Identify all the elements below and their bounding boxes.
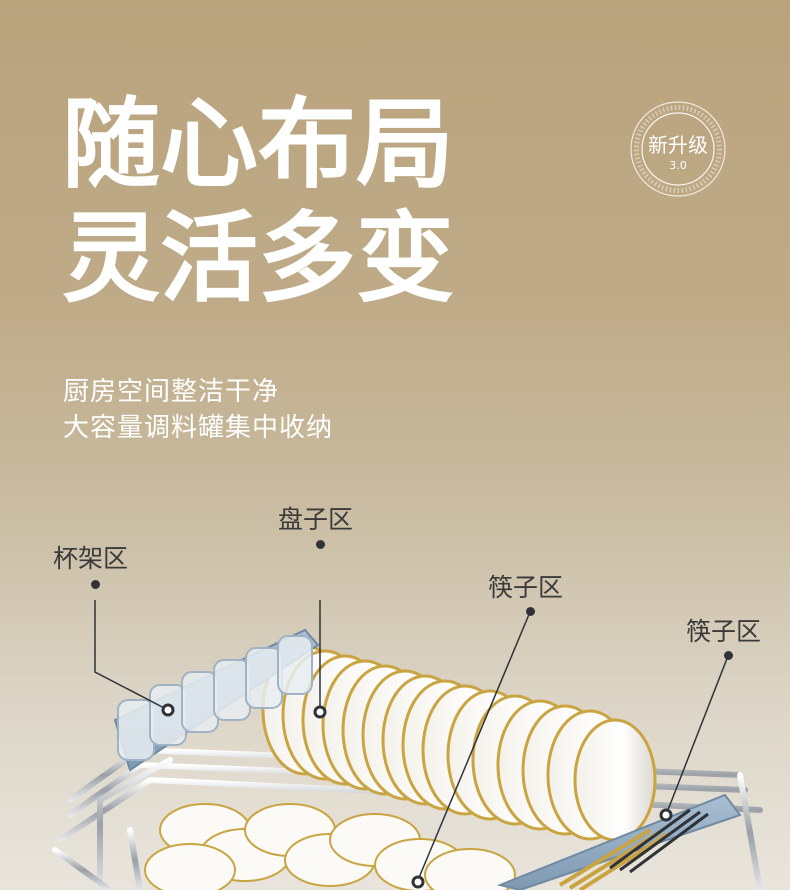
- callout-chopsticks-1: 筷子区: [488, 573, 564, 602]
- chopstick-holder: [496, 793, 742, 890]
- cup-holder-tray: [113, 628, 320, 772]
- standing-plates: [261, 644, 657, 842]
- callout-plate-dot: [316, 540, 325, 549]
- headline: 随心布局 灵活多变: [62, 88, 454, 316]
- headline-line-1: 随心布局: [62, 88, 455, 202]
- callout-lines: [94, 600, 729, 881]
- callout-chopsticks-1-dot: [526, 607, 535, 616]
- subtitle: 厨房空间整洁干净 大容量调料罐集中收纳: [63, 374, 333, 446]
- bowls: [144, 803, 516, 890]
- callout-cup-holder: 杯架区: [53, 544, 129, 573]
- callout-chopsticks-2: 筷子区: [686, 617, 762, 646]
- upgrade-seal: 新升级 3.0: [628, 99, 728, 199]
- subtitle-line-2: 大容量调料罐集中收纳: [63, 413, 334, 443]
- headline-line-2: 灵活多变: [62, 202, 455, 316]
- subtitle-line-1: 厨房空间整洁干净: [63, 377, 280, 407]
- seal-ring-icon: [630, 101, 726, 197]
- dish-rack-illustration: [52, 600, 763, 890]
- seal-text: 新升级: [648, 133, 708, 157]
- seal-version: 3.0: [669, 159, 687, 172]
- callout-anchors: [161, 703, 673, 889]
- callout-plate: 盘子区: [278, 505, 354, 534]
- callout-cup-dot: [91, 580, 100, 589]
- callout-chopsticks-2-dot: [724, 651, 733, 660]
